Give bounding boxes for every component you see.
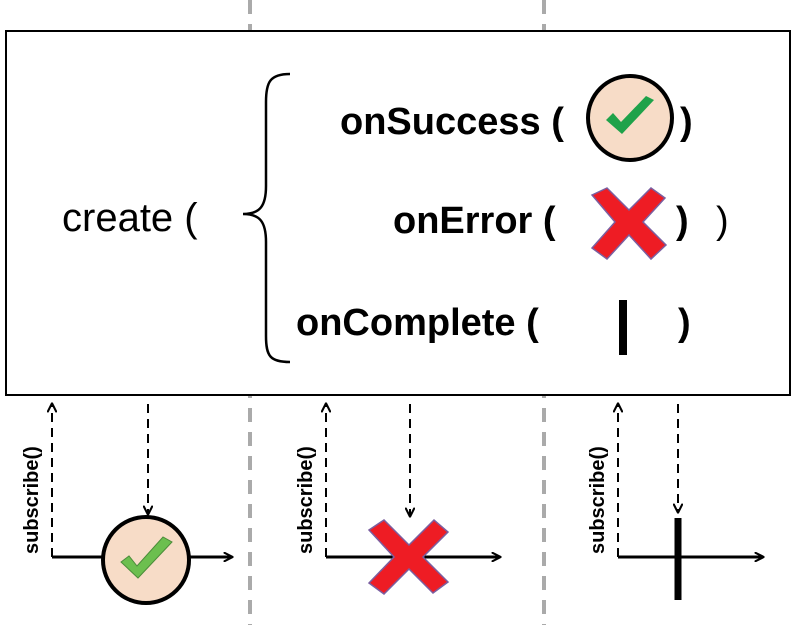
lane-complete: subscribe() — [587, 404, 763, 600]
success-event-icon — [101, 515, 191, 605]
on-complete-close: ) — [678, 302, 691, 344]
lane-error: subscribe() — [295, 404, 500, 595]
create-label: create ( — [62, 196, 198, 240]
error-x-icon — [590, 187, 668, 261]
success-icon — [586, 74, 674, 162]
subscribe-label: subscribe() — [295, 446, 317, 554]
subscribe-label: subscribe() — [21, 446, 43, 554]
on-error-close: ) — [676, 200, 689, 242]
error-event-icon — [367, 518, 450, 595]
on-error-label: onError ( — [393, 200, 556, 242]
on-complete-label: onComplete ( — [296, 302, 539, 344]
lane-success: subscribe() — [21, 404, 232, 605]
curly-brace — [242, 72, 291, 364]
on-success-label: onSuccess ( — [340, 101, 564, 143]
on-success-close: ) — [680, 101, 693, 143]
subscribe-label: subscribe() — [587, 446, 609, 554]
create-close: ) — [716, 200, 729, 242]
